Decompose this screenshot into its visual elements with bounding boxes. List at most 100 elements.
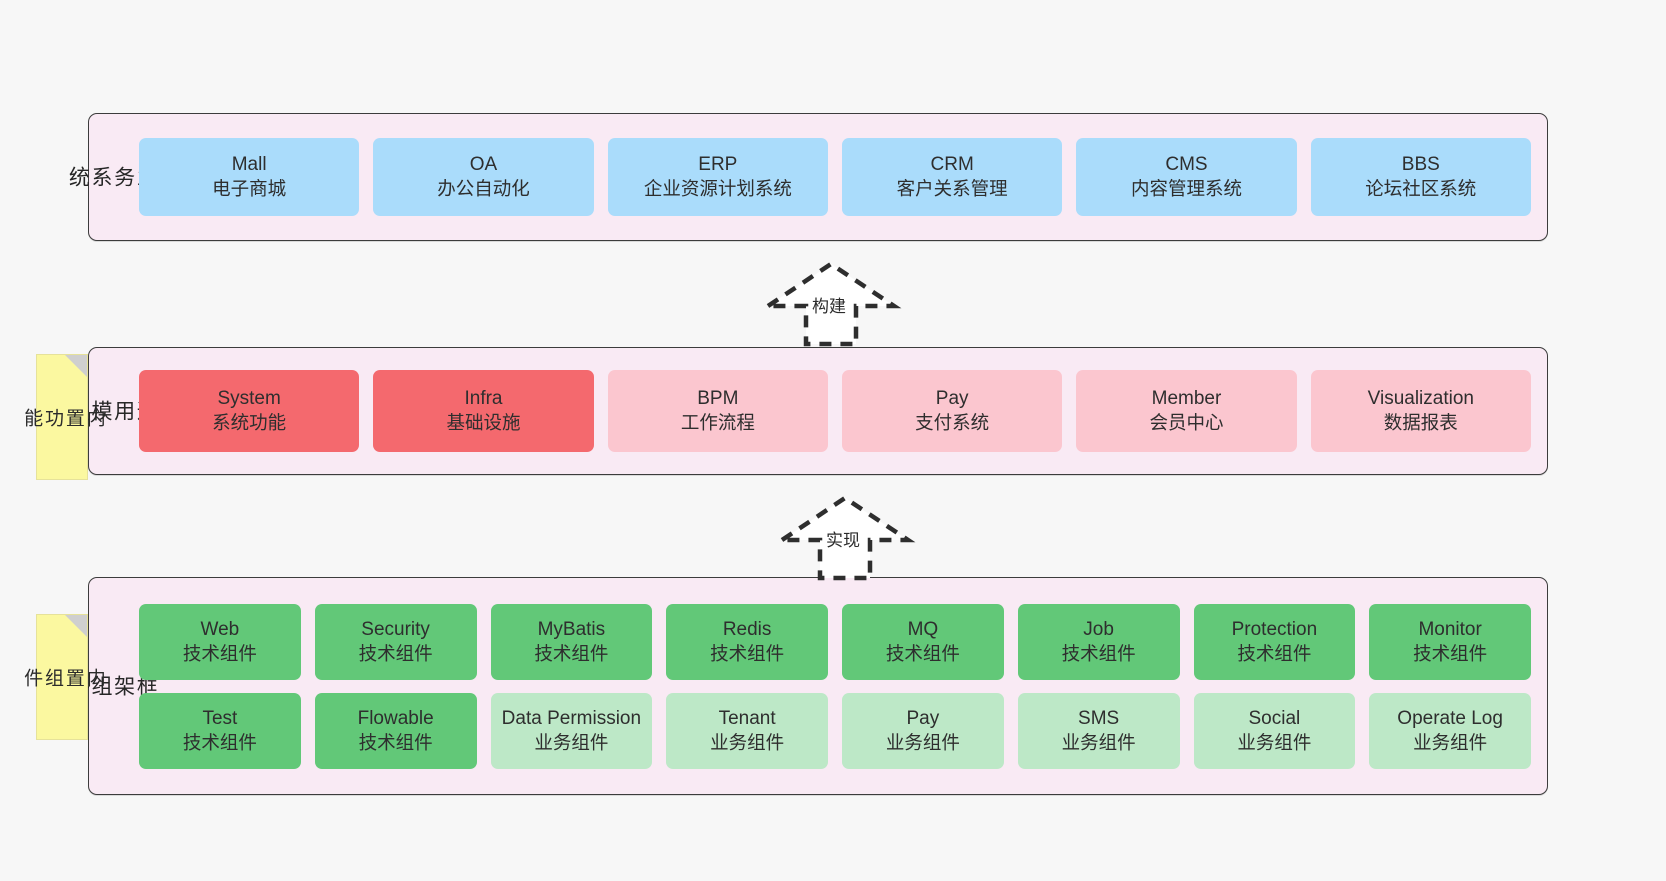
- card-visualization-en: Visualization: [1367, 388, 1474, 409]
- card-visualization[interactable]: Visualization 数据报表: [1310, 370, 1531, 452]
- card-bbs-cn: 论坛社区系统: [1365, 178, 1477, 200]
- note-fold-corner-icon-2: [65, 615, 87, 637]
- note-builtin-components-text: 内 置 组 件: [21, 667, 105, 687]
- card-pay-module[interactable]: Pay 支付系统: [841, 370, 1063, 452]
- card-redis-en: Redis: [722, 618, 772, 640]
- card-security-cn: 技术组件: [358, 642, 433, 664]
- connector-build-label: 构建: [812, 297, 846, 316]
- card-protection[interactable]: Protection 技术组件: [1193, 603, 1356, 680]
- card-erp-en: ERP: [698, 154, 738, 175]
- card-tenant-en: Tenant: [718, 707, 776, 729]
- card-mall-en: Mall: [231, 154, 267, 175]
- card-tenant-cn: 业务组件: [710, 731, 785, 753]
- card-job-en: Job: [1083, 618, 1114, 640]
- card-mq-cn: 技术组件: [885, 642, 960, 664]
- card-web[interactable]: Web 技术组件: [139, 603, 301, 680]
- layer-framework-components-cards: Web 技术组件 Security 技术组件 MyBatis 技术组件 Redi…: [133, 578, 1547, 794]
- card-test[interactable]: Test 技术组件: [139, 692, 301, 769]
- card-crm-cn: 客户关系管理: [896, 178, 1008, 200]
- card-operate-log-en: Operate Log: [1397, 707, 1503, 729]
- card-job-cn: 技术组件: [1061, 642, 1136, 664]
- card-cms-cn: 内容管理系统: [1130, 178, 1242, 200]
- card-redis-cn: 技术组件: [710, 642, 785, 664]
- card-monitor-cn: 技术组件: [1413, 642, 1488, 664]
- card-sms-cn: 业务组件: [1061, 731, 1136, 753]
- card-bpm-cn: 工作流程: [680, 412, 755, 434]
- card-crm[interactable]: CRM 客户关系管理: [841, 138, 1063, 216]
- card-bpm[interactable]: BPM 工作流程: [607, 370, 828, 452]
- card-web-cn: 技术组件: [182, 642, 257, 664]
- layer-business-systems-cards: Mall 电子商城 OA 办公自动化 ERP 企业资源计划系统 CRM 客户关系…: [133, 114, 1547, 240]
- card-flowable[interactable]: Flowable 技术组件: [314, 692, 477, 769]
- card-operate-log-cn: 业务组件: [1413, 731, 1488, 753]
- card-member[interactable]: Member 会员中心: [1076, 370, 1297, 452]
- card-sms-en: SMS: [1078, 707, 1120, 729]
- card-monitor-en: Monitor: [1418, 618, 1482, 640]
- card-system[interactable]: System 系统功能: [139, 370, 360, 452]
- card-mq[interactable]: MQ 技术组件: [842, 603, 1004, 680]
- layer-framework-components: 框 架 组 件 Web 技术组件 Security 技术组件 MyBatis 技…: [66, 577, 1548, 795]
- connector-build-icon: [760, 261, 902, 347]
- note-fold-corner-icon: [65, 355, 87, 377]
- card-pay-component-en: Pay: [906, 707, 940, 729]
- framework-row-top: Web 技术组件 Security 技术组件 MyBatis 技术组件 Redi…: [139, 603, 1531, 680]
- card-bpm-en: BPM: [697, 388, 739, 409]
- card-mall[interactable]: Mall 电子商城: [139, 138, 360, 216]
- card-sms[interactable]: SMS 业务组件: [1017, 692, 1180, 769]
- layer-business-systems-title: 业 务 系 统: [66, 166, 157, 188]
- framework-row-bottom: Test 技术组件 Flowable 技术组件 Data Permission …: [139, 692, 1531, 769]
- card-infra[interactable]: Infra 基础设施: [373, 370, 594, 452]
- card-flowable-en: Flowable: [357, 707, 434, 729]
- card-data-permission-en: Data Permission: [501, 707, 642, 729]
- note-builtin-features: 内 置 功 能: [21, 354, 105, 480]
- card-flowable-cn: 技术组件: [358, 731, 433, 753]
- card-cms[interactable]: CMS 内容管理系统: [1076, 138, 1297, 216]
- card-protection-cn: 技术组件: [1237, 642, 1312, 664]
- card-test-cn: 技术组件: [182, 731, 257, 753]
- card-infra-cn: 基础设施: [446, 412, 521, 434]
- layer-common-modules: 通 用 模 块 System 系统功能 Infra 基础设施 BPM 工作流程 …: [66, 347, 1548, 475]
- layer-business-systems: 业 务 系 统 Mall 电子商城 OA 办公自动化 ERP 企业资源计划系统 …: [66, 113, 1548, 241]
- card-erp-cn: 企业资源计划系统: [643, 178, 792, 200]
- card-social[interactable]: Social 业务组件: [1193, 692, 1356, 769]
- card-pay-component[interactable]: Pay 业务组件: [842, 692, 1004, 769]
- card-oa-en: OA: [469, 154, 498, 175]
- card-crm-en: CRM: [930, 154, 974, 175]
- card-erp[interactable]: ERP 企业资源计划系统: [607, 138, 828, 216]
- card-security[interactable]: Security 技术组件: [314, 603, 477, 680]
- card-social-en: Social: [1248, 707, 1301, 729]
- card-oa-cn: 办公自动化: [437, 178, 530, 200]
- card-cms-en: CMS: [1165, 154, 1208, 175]
- card-mall-cn: 电子商城: [212, 178, 287, 200]
- card-mybatis-cn: 技术组件: [534, 642, 609, 664]
- card-security-en: Security: [361, 618, 430, 640]
- card-test-en: Test: [202, 707, 238, 729]
- card-bbs[interactable]: BBS 论坛社区系统: [1310, 138, 1531, 216]
- card-pay-component-cn: 业务组件: [885, 731, 960, 753]
- card-member-en: Member: [1151, 388, 1222, 409]
- connector-realize-label: 实现: [826, 531, 860, 550]
- card-monitor[interactable]: Monitor 技术组件: [1369, 603, 1531, 680]
- card-mybatis[interactable]: MyBatis 技术组件: [490, 603, 653, 680]
- connector-realize-icon: [774, 495, 916, 581]
- note-builtin-components: 内 置 组 件: [21, 614, 105, 740]
- card-redis[interactable]: Redis 技术组件: [666, 603, 828, 680]
- card-data-permission[interactable]: Data Permission 业务组件: [490, 692, 653, 769]
- card-mq-en: MQ: [907, 618, 939, 640]
- card-system-cn: 系统功能: [212, 412, 287, 434]
- card-data-permission-cn: 业务组件: [534, 731, 609, 753]
- card-bbs-en: BBS: [1401, 154, 1440, 175]
- card-mybatis-en: MyBatis: [537, 618, 606, 640]
- card-pay-module-cn: 支付系统: [915, 412, 990, 434]
- card-tenant[interactable]: Tenant 业务组件: [666, 692, 828, 769]
- card-operate-log[interactable]: Operate Log 业务组件: [1369, 692, 1531, 769]
- card-job[interactable]: Job 技术组件: [1017, 603, 1180, 680]
- card-member-cn: 会员中心: [1149, 412, 1224, 434]
- card-social-cn: 业务组件: [1237, 731, 1312, 753]
- card-oa[interactable]: OA 办公自动化: [373, 138, 594, 216]
- card-web-en: Web: [200, 618, 240, 640]
- card-pay-module-en: Pay: [935, 388, 969, 409]
- card-visualization-cn: 数据报表: [1383, 412, 1458, 434]
- card-protection-en: Protection: [1231, 618, 1318, 640]
